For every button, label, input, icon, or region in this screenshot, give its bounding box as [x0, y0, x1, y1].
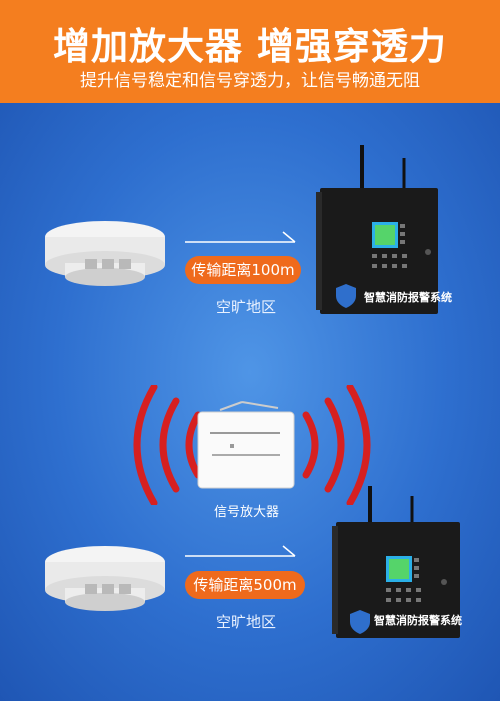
banner-subtitle: 提升信号稳定和信号穿透力，让信号畅通无阻	[80, 71, 420, 91]
area-label-top: 空旷地区	[216, 298, 277, 316]
signal-wave-right	[302, 385, 371, 505]
area-label-bottom: 空旷地区	[216, 613, 277, 631]
panel-label-bottom: 智慧消防报警系统	[374, 614, 462, 627]
distance-pill-bottom: 传输距离500m	[185, 571, 305, 599]
alarm-panel-bottom	[332, 486, 460, 638]
panel-label-top: 智慧消防报警系统	[364, 291, 452, 304]
distance-pill-top: 传输距离100m	[185, 256, 301, 284]
banner-title: 增加放大器 增强穿透力	[53, 25, 447, 68]
signal-arrow-bottom	[185, 545, 296, 557]
top-banner: 增加放大器 增强穿透力 提升信号稳定和信号穿透力，让信号畅通无阻	[0, 0, 500, 103]
alarm-panel-top	[316, 145, 438, 314]
signal-wave-left	[133, 385, 202, 505]
smoke-detector-top	[45, 221, 165, 286]
smoke-detector-bottom	[45, 546, 165, 611]
signal-amplifier-device	[197, 401, 295, 489]
amplifier-label: 信号放大器	[214, 505, 280, 520]
signal-arrow-top	[185, 231, 296, 243]
